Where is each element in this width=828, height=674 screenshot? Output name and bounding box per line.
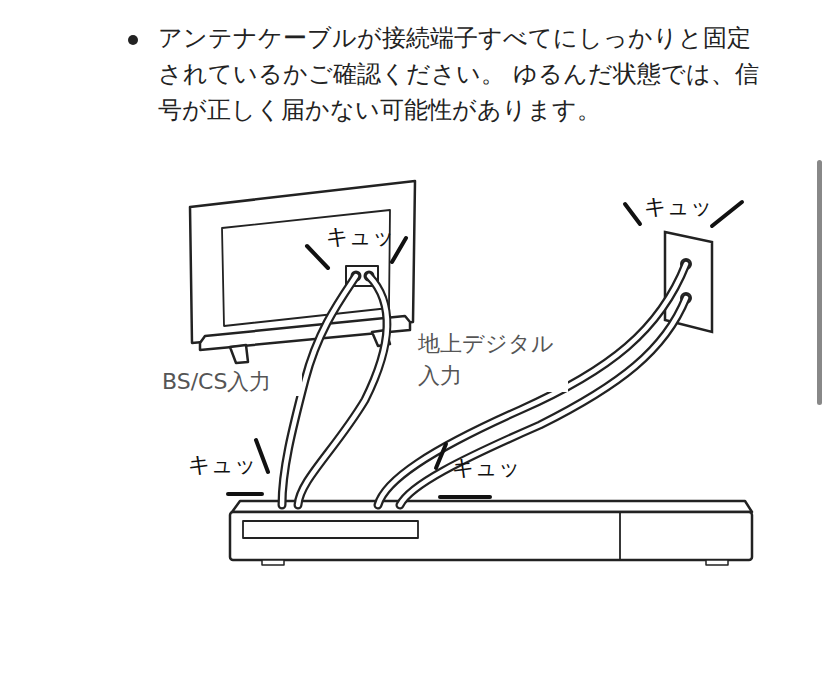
tv	[190, 181, 415, 363]
port-label: 地上デジタル 入力	[418, 328, 568, 392]
antenna-cables	[282, 264, 686, 505]
sound-effect: キュッ	[452, 455, 532, 481]
port-label: BS/CS入力	[162, 368, 302, 396]
instruction-note: アンテナケーブルが接続端子すべてにしっかりと固定されているかご確認ください。 ゆ…	[158, 20, 768, 128]
scroll-bar	[817, 160, 822, 405]
sound-effect: キュッ	[188, 452, 268, 478]
sound-effect: キュッ	[326, 224, 406, 250]
bullet-dot	[128, 35, 138, 45]
sound-effect: キュッ	[644, 194, 724, 220]
emphasis-marks	[228, 202, 742, 497]
recorder	[230, 501, 752, 565]
